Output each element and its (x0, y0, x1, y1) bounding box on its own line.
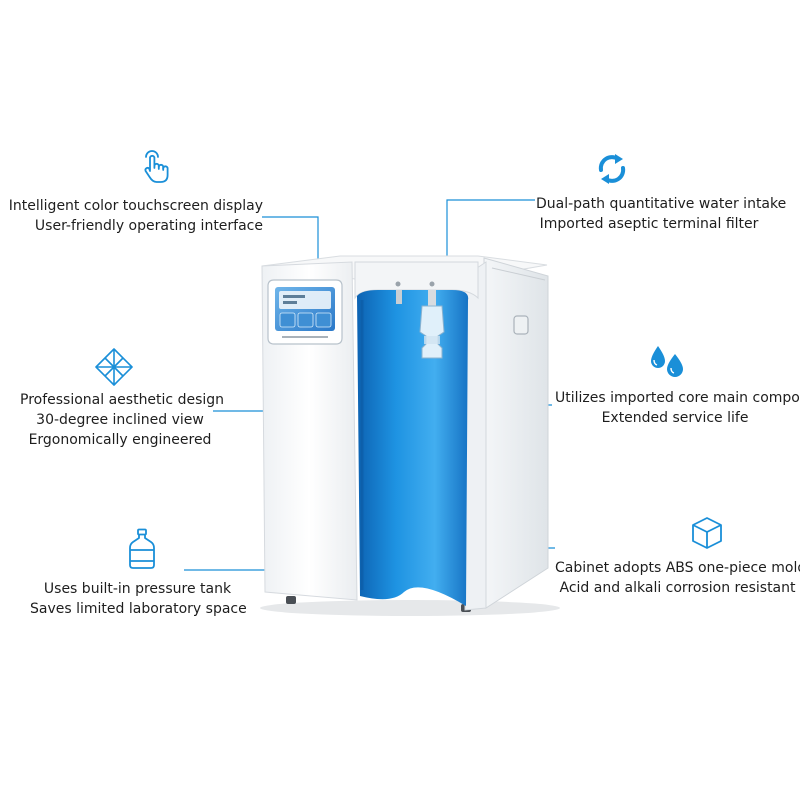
refresh-arrows-icon (593, 150, 631, 192)
feature-components-line: Utilizes imported core main components (555, 390, 800, 406)
right-column (464, 261, 487, 611)
feature-components: Utilizes imported core main components E… (555, 388, 800, 428)
water-drops-icon (648, 344, 688, 382)
floor-shadow (260, 600, 560, 616)
left-nozzle (396, 290, 402, 304)
feature-touchscreen: Intelligent color touchscreen display Us… (9, 196, 263, 236)
feature-cabinet: Cabinet adopts ABS one-piece molding Aci… (555, 558, 800, 598)
terminal-filter (419, 305, 445, 359)
feature-design-line: Ergonomically engineered (28, 432, 212, 448)
side-handle (513, 315, 529, 335)
feature-water-intake-line: Imported aseptic terminal filter (539, 216, 759, 232)
leader-line-water-intake (446, 199, 535, 278)
feature-pressure-tank-line: Uses built-in pressure tank (43, 581, 232, 597)
feature-touchscreen-line: User-friendly operating interface (34, 218, 263, 234)
foot (286, 596, 296, 604)
touch-hand-icon (138, 150, 174, 190)
pressure-tank-icon (127, 528, 157, 574)
feature-cabinet-line: Acid and alkali corrosion resistant (559, 580, 796, 596)
feature-design-line: 30-degree inclined view (36, 412, 204, 428)
feature-touchscreen-line: Intelligent color touchscreen display (8, 198, 263, 214)
feature-pressure-tank-line: Saves limited laboratory space (30, 601, 247, 617)
left-column (261, 261, 358, 601)
feature-components-line: Extended service life (601, 410, 749, 426)
feature-cabinet-line: Cabinet adopts ABS one-piece molding (555, 560, 800, 576)
feature-design-line: Professional aesthetic design (20, 392, 225, 408)
feature-water-intake-line: Dual-path quantitative water intake (536, 196, 787, 212)
feature-pressure-tank: Uses built-in pressure tank Saves limite… (30, 579, 247, 619)
cube-icon (691, 516, 723, 554)
blue-dispensing-recess (357, 290, 469, 606)
feature-design: Professional aesthetic design 30-degree … (20, 390, 225, 450)
diamond-icon (94, 347, 134, 391)
feature-water-intake: Dual-path quantitative water intake Impo… (536, 194, 787, 234)
side-panel (483, 257, 549, 609)
